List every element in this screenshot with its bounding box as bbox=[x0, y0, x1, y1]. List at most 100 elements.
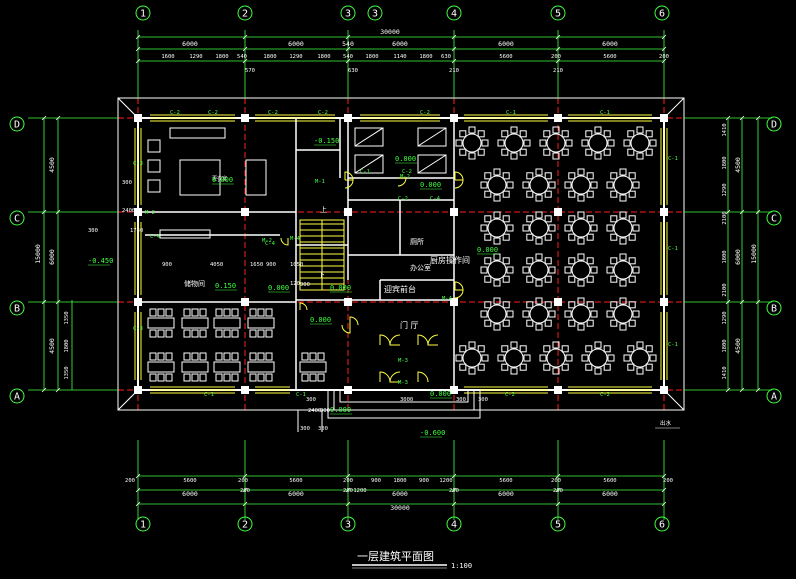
chair bbox=[510, 367, 518, 375]
axis-circle bbox=[446, 5, 462, 21]
door-swing bbox=[344, 171, 354, 181]
dim-bay-top: 6000 bbox=[392, 40, 408, 48]
column bbox=[554, 298, 562, 306]
round-table bbox=[623, 341, 657, 375]
tag: C-2 bbox=[402, 169, 412, 175]
chair bbox=[535, 168, 543, 176]
dim-bay-bottom: 6000 bbox=[392, 490, 408, 498]
dim-detail-right: 1290 bbox=[722, 311, 728, 324]
chair bbox=[552, 152, 560, 160]
room-label-gate: 门 厅 bbox=[400, 320, 419, 330]
axis-bubble: C bbox=[766, 210, 782, 226]
dim-detail-left: 1350 bbox=[64, 366, 70, 379]
chair bbox=[484, 319, 492, 327]
chair bbox=[526, 275, 534, 283]
dim-tick bbox=[135, 501, 141, 507]
chair bbox=[502, 215, 510, 223]
round-table bbox=[480, 253, 514, 287]
chair bbox=[501, 345, 509, 353]
chair bbox=[594, 341, 602, 349]
inner-dim: 300 bbox=[300, 426, 310, 432]
chair bbox=[506, 181, 514, 189]
inner-dim: 1740 bbox=[130, 228, 143, 234]
chair bbox=[544, 319, 552, 327]
round-table bbox=[564, 253, 598, 287]
window bbox=[360, 114, 440, 122]
chair bbox=[586, 257, 594, 265]
chair bbox=[619, 323, 627, 331]
table-top bbox=[147, 361, 175, 373]
chair bbox=[539, 354, 547, 362]
tag: M-4 bbox=[290, 236, 301, 242]
axis-circle bbox=[9, 300, 25, 316]
chair bbox=[301, 352, 309, 361]
chair bbox=[501, 148, 509, 156]
round-table bbox=[497, 126, 531, 160]
chair bbox=[543, 363, 551, 371]
chair bbox=[649, 139, 657, 147]
table-top bbox=[247, 361, 275, 373]
dim-detail-left: 1350 bbox=[64, 311, 70, 324]
dimension-lines bbox=[28, 30, 772, 520]
dim-sub-bottom: 200 bbox=[449, 488, 459, 494]
axis-label: 3 bbox=[345, 520, 351, 531]
axis-bubble: D bbox=[766, 116, 782, 132]
axis-bubble: 4 bbox=[446, 5, 462, 21]
round-table bbox=[539, 126, 573, 160]
room-label-dressing: 更衣室 bbox=[212, 175, 227, 182]
axis-bubble: 1 bbox=[135, 516, 151, 532]
chair bbox=[223, 352, 231, 361]
dim-tick bbox=[555, 473, 561, 479]
table-top bbox=[504, 348, 524, 368]
chair bbox=[628, 257, 636, 265]
chair bbox=[493, 211, 501, 219]
chair bbox=[564, 224, 572, 232]
dim-tick bbox=[345, 473, 351, 479]
chair bbox=[157, 352, 165, 361]
axis-circle bbox=[367, 5, 383, 21]
chair bbox=[610, 190, 618, 198]
chair bbox=[645, 130, 653, 138]
chair bbox=[581, 139, 589, 147]
chair bbox=[610, 319, 618, 327]
dim-tick bbox=[451, 34, 457, 40]
axis-label: B bbox=[14, 304, 20, 315]
dim-tick bbox=[345, 34, 351, 40]
chair bbox=[506, 310, 514, 318]
chair bbox=[619, 297, 627, 305]
inner-dim: 1050 bbox=[290, 262, 303, 268]
chair bbox=[519, 363, 527, 371]
chair bbox=[543, 130, 551, 138]
chair bbox=[484, 215, 492, 223]
round-table bbox=[480, 211, 514, 245]
chair bbox=[257, 373, 265, 382]
tag: C-1 bbox=[668, 156, 678, 162]
chair bbox=[535, 194, 543, 202]
dim-tick bbox=[135, 46, 141, 52]
round-table bbox=[480, 297, 514, 331]
chair bbox=[585, 345, 593, 353]
chair bbox=[526, 190, 534, 198]
chair bbox=[564, 266, 572, 274]
dim-detail-right: 2100 bbox=[722, 283, 728, 296]
elevation-mark: 0.150 bbox=[215, 282, 236, 290]
dim-detail-right: 1410 bbox=[722, 123, 728, 136]
axis-circle bbox=[135, 516, 151, 532]
chair bbox=[564, 181, 572, 189]
chair bbox=[610, 257, 618, 265]
chair bbox=[610, 301, 618, 309]
chair bbox=[535, 297, 543, 305]
chair bbox=[526, 172, 534, 180]
dim-tick bbox=[661, 58, 667, 64]
chair bbox=[223, 329, 231, 338]
chair bbox=[577, 279, 585, 287]
dim-tick bbox=[451, 46, 457, 52]
door-swing bbox=[454, 179, 464, 189]
chair bbox=[191, 352, 199, 361]
chair bbox=[548, 181, 556, 189]
chair bbox=[265, 373, 273, 382]
chair bbox=[577, 211, 585, 219]
chair bbox=[627, 130, 635, 138]
square-dining-set bbox=[147, 308, 175, 338]
chair bbox=[223, 308, 231, 317]
